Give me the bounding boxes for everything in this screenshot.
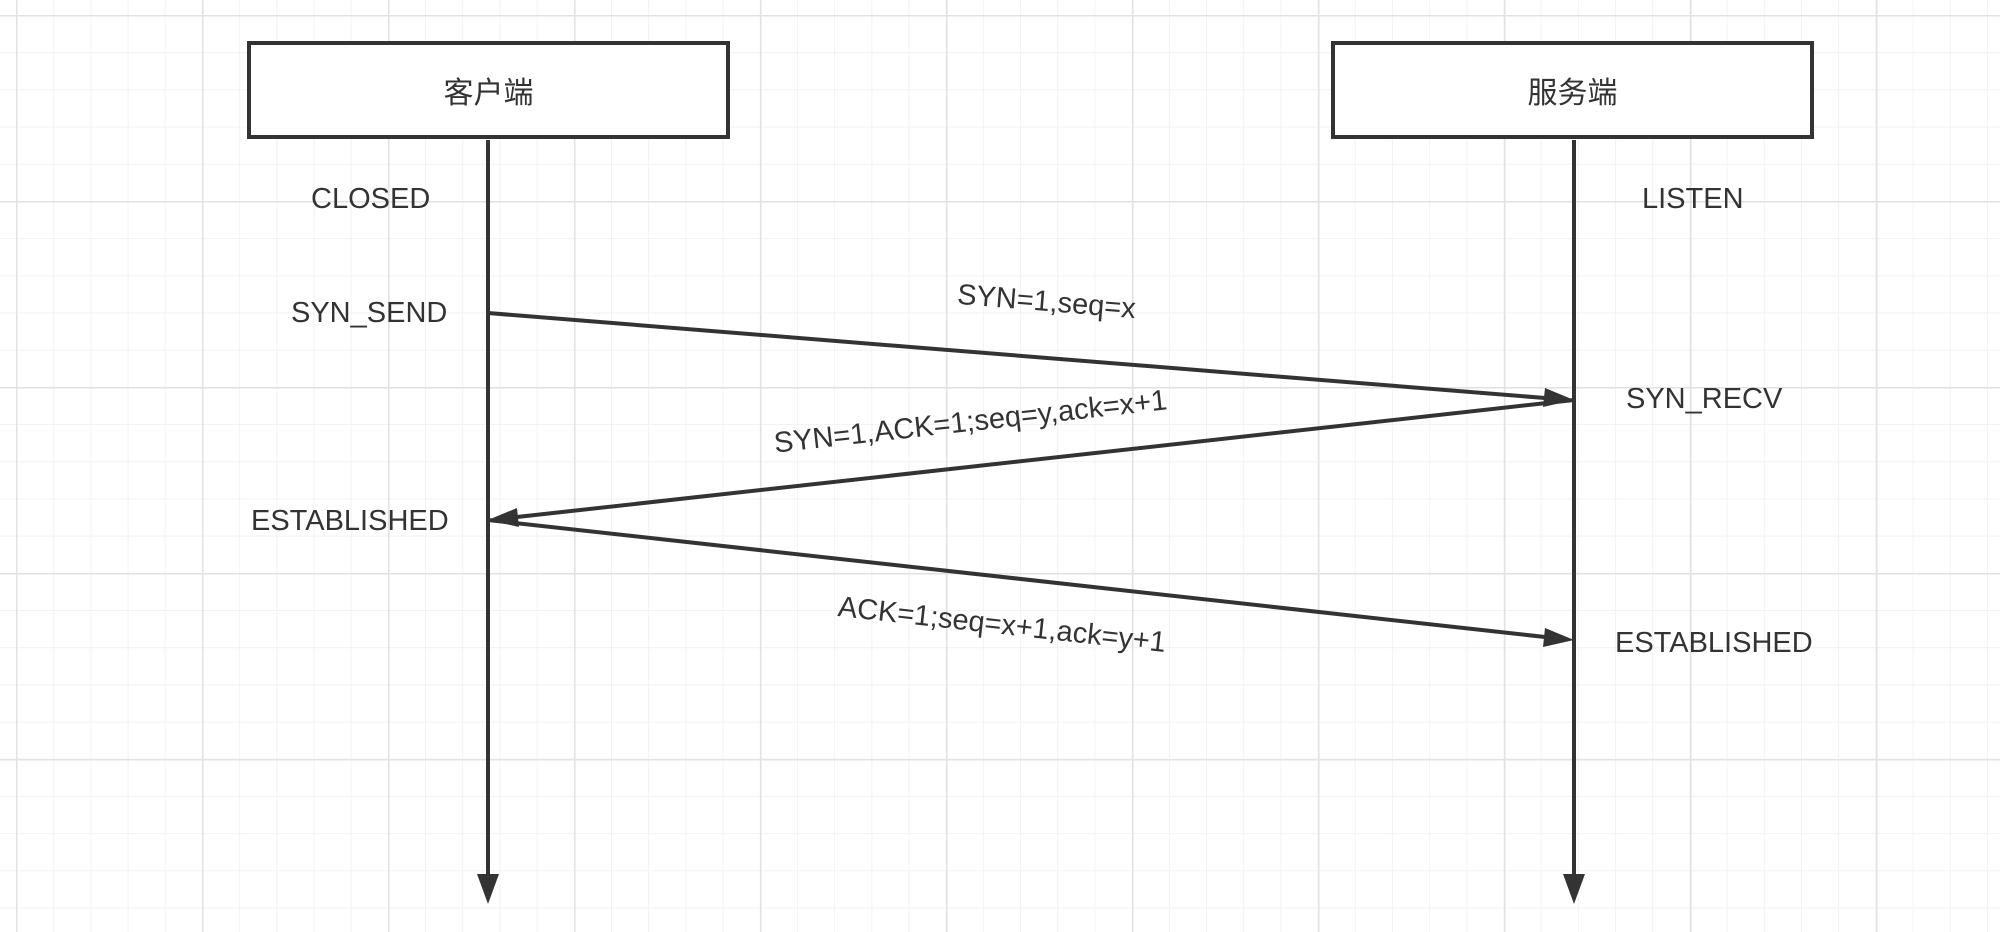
client-lifeline-arrow-icon: [477, 874, 499, 904]
ack-message-arrow: [487, 518, 1546, 639]
server-state-established: ESTABLISHED: [1615, 627, 1813, 659]
client-state-syn-send: SYN_SEND: [291, 297, 448, 329]
server-participant-box: 服务端: [1331, 41, 1814, 139]
client-state-established: ESTABLISHED: [251, 505, 449, 537]
server-state-syn-recv: SYN_RECV: [1626, 383, 1783, 415]
ack-arrowhead-icon: [1543, 628, 1574, 647]
client-state-closed: CLOSED: [311, 183, 431, 215]
client-participant-box: 客户端: [247, 41, 730, 139]
server-lifeline-arrow-icon: [1563, 874, 1585, 904]
syn-ack-message-arrow: [516, 398, 1575, 519]
client-participant-label: 客户端: [443, 76, 534, 111]
server-participant-label: 服务端: [1527, 76, 1618, 111]
server-state-listen: LISTEN: [1642, 183, 1744, 215]
syn-message-arrow: [487, 311, 1546, 400]
